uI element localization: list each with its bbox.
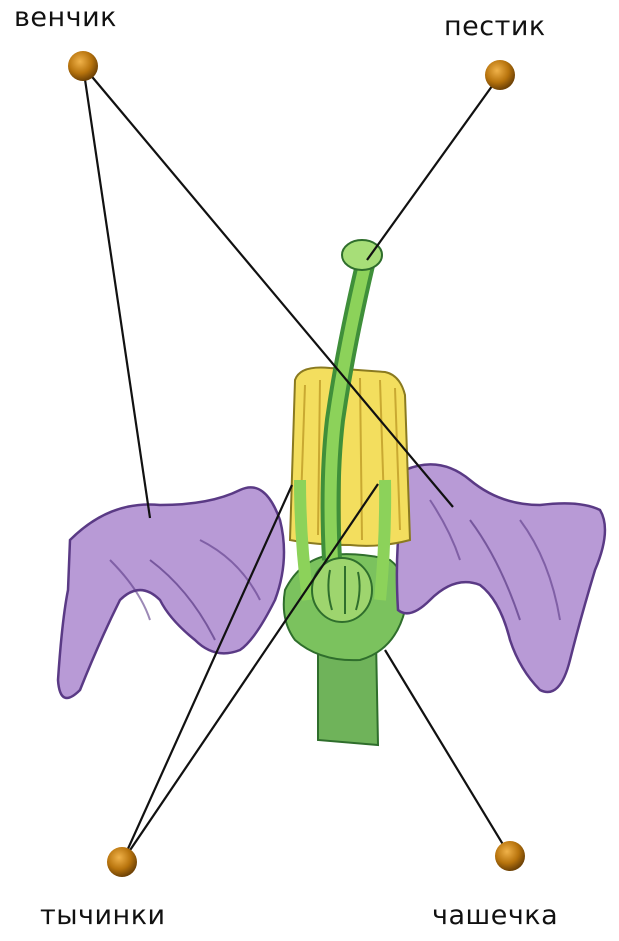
marker-stamens [107, 847, 137, 877]
petal-right [397, 464, 605, 692]
line-pistil [367, 75, 500, 260]
anthers [290, 368, 410, 546]
stamen-filament-right [380, 480, 385, 600]
pistil-stigma [342, 240, 382, 270]
marker-pistil [485, 60, 515, 90]
petal-left [58, 487, 284, 698]
flower-illustration [58, 240, 605, 745]
line-calyx [385, 650, 510, 856]
marker-corolla [68, 51, 98, 81]
marker-calyx [495, 841, 525, 871]
